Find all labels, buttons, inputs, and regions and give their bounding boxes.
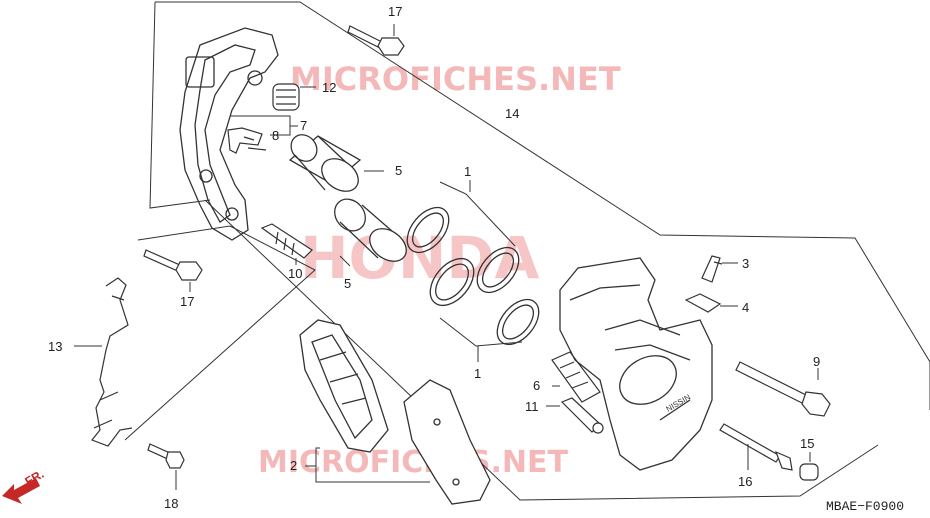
part-13-pad-spring (91, 277, 133, 447)
callout-17-upper: 17 (388, 4, 402, 19)
watermark-site-top: MICROFICHES.NET (290, 60, 621, 98)
callout-18: 18 (164, 496, 178, 511)
part-16-pad-pin (719, 423, 793, 471)
front-direction-arrow-icon: FR. (2, 467, 46, 504)
callout-12: 12 (322, 80, 336, 95)
callout-9: 9 (813, 354, 820, 369)
part-2-brake-pad-outer (403, 379, 491, 505)
assembly-outline (155, 1, 930, 410)
part-1-seals (406, 206, 540, 346)
caliper-bracket (179, 27, 279, 241)
pin-bracket-outline (124, 225, 316, 441)
callout-16: 16 (738, 474, 752, 489)
callout-17-lower: 17 (180, 294, 194, 309)
callout-3: 3 (742, 256, 749, 271)
watermark-site-bottom: MICROFICHES.NET (258, 445, 569, 480)
part-4-bleeder-cap (684, 293, 722, 313)
part-6-pad-spring (551, 351, 601, 403)
part-2-brake-pad-inner (299, 319, 389, 453)
part-5-piston-lower (334, 198, 407, 262)
watermark-brand: HONDA (300, 224, 540, 292)
part-15-pin-plug (799, 463, 819, 481)
callout-1-upper: 1 (464, 164, 471, 179)
outline-bottom (204, 199, 879, 501)
callout-13: 13 (48, 339, 62, 354)
part-17-bolt-lower (143, 249, 203, 281)
callout-5-upper: 5 (395, 163, 402, 178)
svg-text:NISSIN: NISSIN (665, 392, 693, 413)
callout-1-lower: 1 (474, 366, 481, 381)
callout-2: 2 (290, 458, 297, 473)
part-17-bolt-upper (347, 25, 405, 56)
outline-left (149, 1, 211, 209)
callout-5-lower: 5 (344, 276, 351, 291)
callout-6: 6 (533, 378, 540, 393)
diagram-code: MBAE−F0900 (826, 499, 904, 514)
part-12-boot (272, 83, 300, 111)
callout-11: 11 (525, 399, 539, 414)
callout-10: 10 (288, 266, 302, 281)
callout-15: 15 (800, 436, 814, 451)
part-3-bleeder-screw (701, 255, 723, 283)
part-5-piston-upper (288, 134, 362, 192)
callout-7: 7 (300, 118, 307, 133)
callout-8: 8 (272, 128, 279, 143)
part-10-pin (260, 223, 313, 259)
part-18-bolt (147, 443, 185, 469)
caliper-body: NISSIN (559, 257, 713, 471)
part-9-pin-bolt (735, 361, 831, 417)
callout-14: 14 (505, 106, 519, 121)
part-8-retainer-clip (227, 127, 267, 154)
part-11-bleed-valve (560, 397, 604, 434)
callout-4: 4 (742, 300, 749, 315)
